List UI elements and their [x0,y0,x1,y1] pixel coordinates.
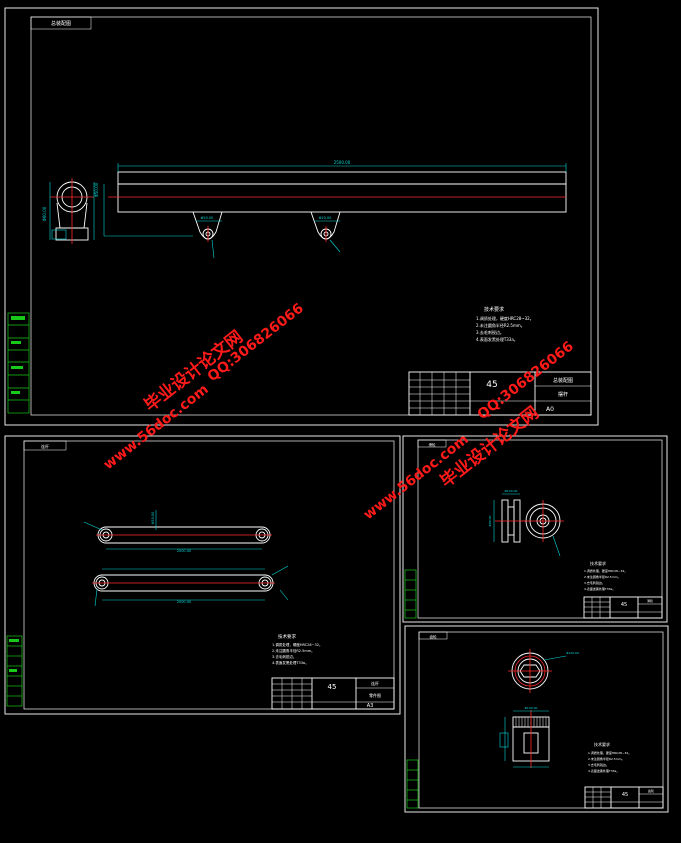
sheet-top-note: 4.表面发黑处理T33a。 [476,336,518,342]
sheet-mid-right-tag-box [417,439,447,448]
sheet-top-tag-box [30,16,92,30]
assembly-lug-right: Φ20.00 [310,211,341,253]
sheet-mid-left-note: 2.未注圆角半径R2.5mm。 [272,648,315,653]
sheet-mid-left-title-block: 45 连杆 零件图 A3 [271,677,395,710]
sheet-top-note: 1.调质处理，硬度HRC28~32。 [476,315,534,321]
sheet-bottom-right-material: 45 [622,792,628,798]
sheet-top-note: 3.去毛刺锐边。 [476,329,504,335]
sheet-bottom-right-title-block: 45 齿轮 [584,786,664,809]
sheet-top-scale: A0 [546,406,554,413]
sheet-bottom-right: 齿轮 Φ120.00 [404,625,669,813]
sheet-top-margin-strip [7,312,30,414]
sheet-bottom-right-border [404,625,669,813]
sheet-mid-left-material: 45 [328,683,337,691]
sheet-top-notes-title: 技术要求 [484,306,504,313]
sheet-mid-right-note: 1.调质处理，硬度HRC28~32。 [584,568,627,573]
sheet-top-part2: 摆杆 [558,391,568,398]
sheet-mid-left-note: 4.表面发黑处理T33a。 [272,660,309,665]
sheet-mid-left-margin-strip [6,635,23,707]
assembly-lug-left: Φ20.00 [192,211,223,259]
sheet-top-part: 总装配图 [553,377,573,384]
sheet-bottom-right-note: 4.表面发黑处理T33a。 [588,768,619,773]
sheet-mid-left-scale: A3 [367,703,374,709]
sheet-mid-left-border [4,435,401,715]
sheet-top-notes: 技术要求 1.调质处理，硬度HRC28~32。 2.未注圆角半径R2.5mm。 … [476,306,534,342]
sheet-mid-left-notes-title: 技术要求 [278,633,296,640]
sheet-mid-right-notes: 技术要求 1.调质处理，硬度HRC28~32。 2.未注圆角半径R2.5mm。 … [584,560,627,591]
sheet-bottom-right-tag-box [418,631,448,640]
sheet-mid-right-frame [417,439,663,619]
gear-top-view: Φ120.00 [508,649,579,693]
sheet-mid-left-tag-box [23,440,67,451]
sheet-top-tag: 总装配图 [51,20,71,27]
sheet-bottom-right-note: 1.调质处理，硬度HRC28~32。 [588,750,631,755]
sheet-mid-right-title-block: 45 滑轮 [583,596,663,619]
rod-lower: 2000.00 [92,565,289,607]
sheet-top-frame [30,16,592,416]
sheet-bottom-right-note: 2.未注圆角半径R2.5mm。 [588,756,625,761]
sheet-mid-right: 滑轮 Φ100.00 Φ80.00 [402,435,668,623]
sheet-bottom-right-note: 3.去毛刺锐边。 [588,762,609,767]
sheet-mid-left-notes: 技术要求 1.调质处理，硬度HRC28~32。 2.未注圆角半径R2.5mm。 … [272,633,323,665]
sheet-mid-right-note: 2.未注圆角半径R2.5mm。 [584,574,621,579]
assembly-beam: 2500.00 [103,160,567,237]
sheet-top-title-block: 45 总装配图 摆杆 A0 [408,371,592,416]
sheet-mid-right-note: 4.表面发黑处理T33a。 [584,586,615,591]
sheet-mid-left-note: 3.去毛刺锐边。 [272,654,296,659]
rod-lower-length-dim: 2000.00 [177,600,191,604]
beam-length-dim: 2500.00 [334,160,351,165]
sheet-mid-left-tag: 连杆 [41,443,49,449]
sheet-bottom-right-frame [418,631,664,809]
pulley-width-dim: Φ100.00 [505,489,518,493]
end-view-height-dim: Φ60.00 [42,206,47,221]
end-view-width-dim: Φ50.00 [94,182,99,197]
sheet-top: 总装配图 2500.00 [4,7,599,426]
sheet-mid-right-tag: 滑轮 [429,442,437,447]
sheet-mid-right-part: 滑轮 [647,598,653,603]
sheet-mid-left: 连杆 2000.00 Φ50.00 [4,435,401,715]
sheet-bottom-right-margin-strip [406,759,419,809]
gear-section-view: Φ100.00 [499,706,550,768]
pulley-front-view [522,500,564,557]
rod-upper-dia-dim: Φ50.00 [151,512,155,525]
sheet-top-note: 2.未注圆角半径R2.5mm。 [476,322,525,328]
sheet-mid-right-material: 45 [621,602,627,608]
sheet-bottom-right-tag: 齿轮 [430,634,438,639]
sheet-mid-right-border [402,435,668,623]
sheet-mid-right-notes-title: 技术要求 [590,560,606,566]
lug-right-dim: Φ20.00 [319,216,332,220]
sheet-mid-left-part2: 零件图 [369,692,381,698]
pulley-height-dim: Φ80.00 [488,515,492,526]
sheet-top-material: 45 [486,380,497,390]
pulley-side-view: Φ100.00 Φ80.00 [488,489,527,543]
sheet-top-border [4,7,599,426]
sheet-mid-right-margin-strip [404,569,417,619]
lug-left-dim: Φ20.00 [201,216,214,220]
gear-section-width-dim: Φ100.00 [525,706,538,710]
sheet-mid-left-note: 1.调质处理，硬度HRC28~32。 [272,642,323,647]
sheet-mid-right-note: 3.去毛刺锐边。 [584,580,605,585]
sheet-mid-left-part: 连杆 [371,680,379,686]
sheet-bottom-right-notes-title: 技术要求 [594,741,610,747]
rod-upper: 2000.00 Φ50.00 [83,510,272,553]
sheet-bottom-right-part: 齿轮 [648,788,654,793]
gear-top-dim: Φ120.00 [566,651,579,655]
assembly-end-view: Φ60.00 Φ50.00 [42,178,99,244]
sheet-bottom-right-notes: 技术要求 1.调质处理，硬度HRC28~32。 2.未注圆角半径R2.5mm。 … [588,741,631,773]
sheet-mid-left-frame [23,440,395,710]
rod-upper-length-dim: 2000.00 [177,549,191,553]
